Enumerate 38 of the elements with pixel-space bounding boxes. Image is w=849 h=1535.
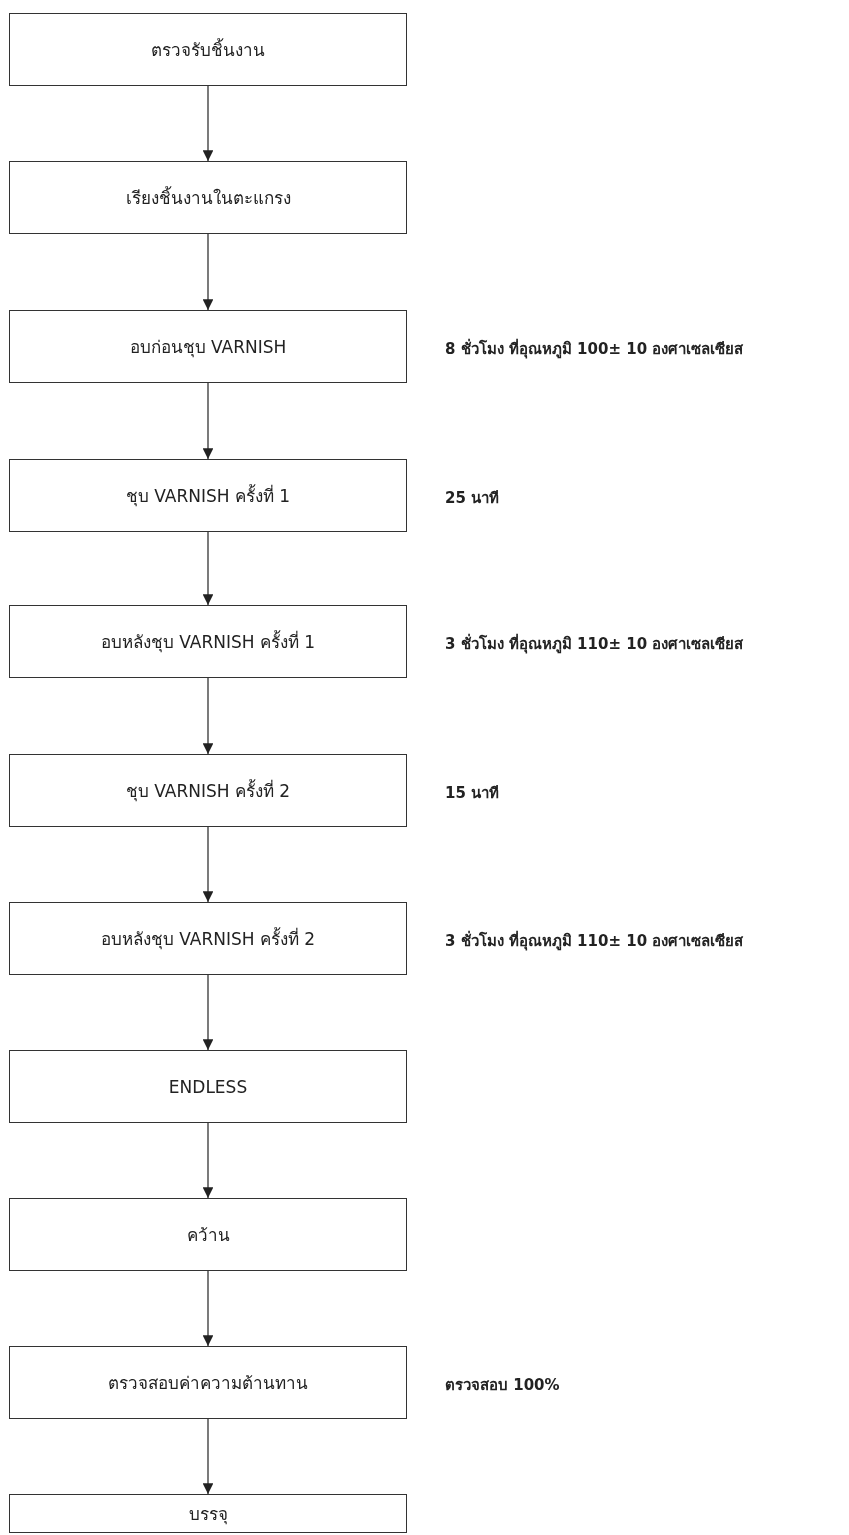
- process-box: [9, 459, 407, 532]
- arrow: [202, 1270, 214, 1347]
- process-box: [9, 902, 407, 975]
- arrow: [202, 826, 214, 903]
- step-label: ตรวจสอบค่าความต้านทาน: [108, 1372, 308, 1395]
- step-note: 3 ชั่วโมง ที่อุณหภูมิ 110± 10 องศาเซลเซียส: [445, 929, 744, 953]
- process-box: [9, 13, 407, 86]
- step-label: อบหลังชุบ VARNISH ครั้งที่ 1: [100, 629, 316, 655]
- arrow: [202, 974, 214, 1051]
- step-label: ตรวจรับชิ้นงาน: [151, 37, 265, 62]
- arrow: [202, 1122, 214, 1199]
- process-box: [9, 1346, 407, 1419]
- step-note: 15 นาที: [445, 782, 500, 804]
- step-label: คว้าน: [186, 1224, 230, 1247]
- step-note: 8 ชั่วโมง ที่อุณหภูมิ 100± 10 องศาเซลเซียส: [445, 337, 744, 361]
- arrow: [202, 382, 214, 460]
- step-label: ชุบ VARNISH ครั้งที่ 1: [125, 483, 291, 509]
- arrow: [202, 677, 214, 755]
- process-box: [9, 161, 407, 234]
- process-box: [9, 1198, 407, 1271]
- step-label: อบก่อนชุบ VARNISH: [129, 336, 287, 360]
- process-box: [9, 754, 407, 827]
- step-label: เรียงชิ้นงานในตะแกรง: [125, 185, 291, 210]
- arrow: [202, 1418, 214, 1495]
- arrow: [202, 233, 214, 311]
- process-box: [9, 1050, 407, 1123]
- step-note: 3 ชั่วโมง ที่อุณหภูมิ 110± 10 องศาเซลเซียส: [445, 632, 744, 656]
- step-label: บรรจุ: [188, 1503, 228, 1527]
- step-note: ตรวจสอบ 100%: [445, 1374, 560, 1396]
- step-note: 25 นาที: [445, 487, 500, 509]
- process-box: [9, 310, 407, 383]
- step-label: ชุบ VARNISH ครั้งที่ 2: [125, 778, 291, 804]
- step-label: อบหลังชุบ VARNISH ครั้งที่ 2: [100, 926, 316, 952]
- arrow: [202, 85, 214, 162]
- step-label: ENDLESS: [168, 1076, 248, 1097]
- process-box: [9, 1494, 407, 1533]
- arrow: [202, 531, 214, 606]
- process-box: [9, 605, 407, 678]
